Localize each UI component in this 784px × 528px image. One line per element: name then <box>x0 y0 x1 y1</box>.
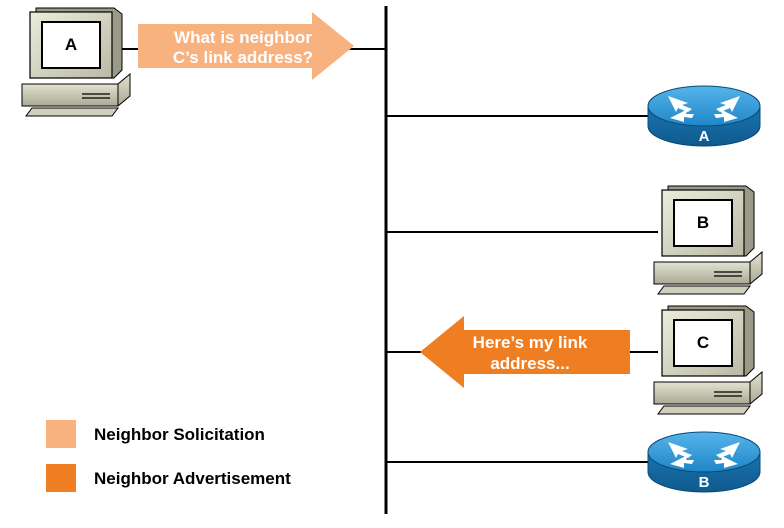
advertisement-text-line-2: address... <box>490 354 569 373</box>
advertisement-arrow-shape <box>420 316 630 388</box>
host-c: C <box>653 305 763 415</box>
solicitation-text-line-1: What is neighbor <box>174 28 312 47</box>
solicitation-text-line-2: C’s link address? <box>173 48 313 67</box>
desktop-computer-icon <box>21 7 131 117</box>
router-b: B <box>647 431 761 493</box>
router-b-label: B <box>699 474 710 491</box>
legend-label-advertisement: Neighbor Advertisement <box>94 469 291 488</box>
router-a: A <box>647 85 761 147</box>
advertisement-text-line-1: Here’s my link <box>473 333 588 352</box>
host-c-label: C <box>697 333 709 352</box>
host-b: B <box>653 185 763 295</box>
legend-label-solicitation: Neighbor Solicitation <box>94 425 265 444</box>
legend-swatch-advertisement <box>46 464 76 492</box>
router-a-label: A <box>699 128 710 145</box>
desktop-computer-icon <box>653 305 763 415</box>
legend-swatch-solicitation <box>46 420 76 448</box>
host-b-label: B <box>697 213 709 232</box>
neighbor-solicitation-arrow: What is neighbor C’s link address? <box>138 12 354 80</box>
host-a-label: A <box>65 35 77 54</box>
solicitation-arrow-shape <box>138 12 354 80</box>
neighbor-advertisement-arrow: Here’s my link address... <box>420 316 630 388</box>
desktop-computer-icon <box>653 185 763 295</box>
legend: Neighbor Solicitation Neighbor Advertise… <box>46 420 291 492</box>
host-a: A <box>21 7 131 117</box>
